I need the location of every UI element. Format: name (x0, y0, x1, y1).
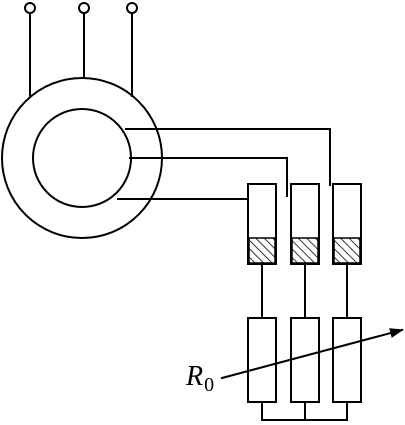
resistor-2 (290, 317, 320, 403)
stator-supply-leads (24, 2, 138, 97)
variable-resistor-arrow (220, 328, 404, 380)
brush-2 (291, 237, 319, 264)
brush-3 (333, 237, 361, 264)
resistor-label: R0 (185, 361, 214, 396)
brush-to-resistor-leads (261, 263, 348, 319)
rotor-lead-2 (129, 157, 288, 197)
resistor-1 (247, 317, 277, 403)
brush-1 (248, 237, 276, 264)
resistor-3 (332, 317, 362, 403)
star-point (261, 401, 348, 421)
starting-resistors (247, 317, 362, 403)
supply-terminal-1[interactable] (24, 2, 36, 14)
rotor-leads (117, 128, 331, 200)
slip-ring-brushes (247, 183, 362, 265)
rotor-circle (32, 108, 132, 208)
resistor-label-symbol: R (185, 361, 203, 392)
supply-terminal-3[interactable] (126, 2, 138, 14)
rotor-lead-1 (125, 128, 331, 186)
supply-terminal-2[interactable] (78, 2, 90, 14)
resistor-label-subscript: 0 (204, 374, 214, 396)
